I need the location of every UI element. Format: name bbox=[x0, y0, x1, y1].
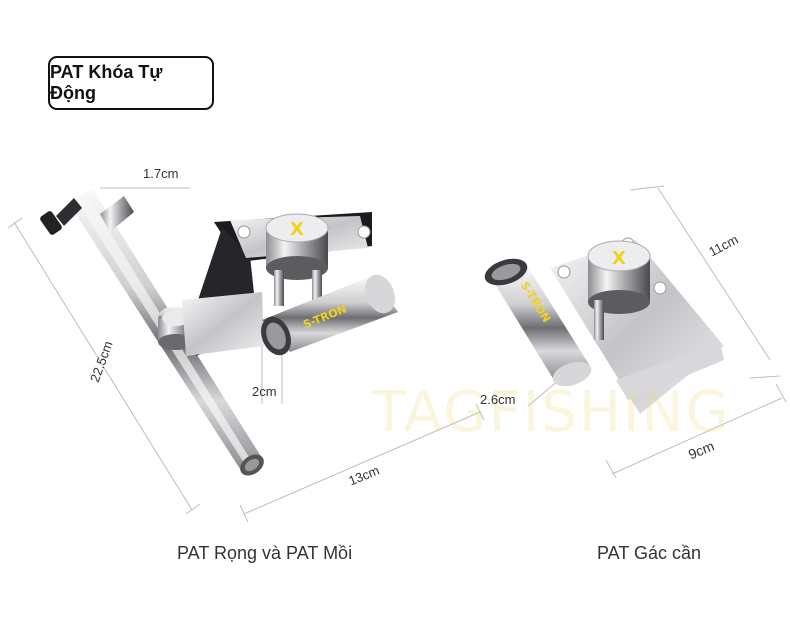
page-title: PAT Khóa Tự Động bbox=[48, 56, 214, 110]
right-knob: X bbox=[587, 240, 651, 340]
left-product: X S-TRON bbox=[7, 187, 485, 523]
right-product-caption: PAT Gác cần bbox=[597, 543, 702, 563]
svg-text:X: X bbox=[612, 248, 626, 269]
svg-text:X: X bbox=[290, 219, 304, 240]
right-dimension-lines bbox=[527, 185, 787, 479]
x-logo-icon: X bbox=[612, 248, 626, 269]
x-logo-icon: X bbox=[290, 219, 304, 240]
dimension-tube-label: 2cm bbox=[252, 384, 277, 399]
left-product-caption: PAT Rọng và PAT Mồi bbox=[177, 543, 353, 563]
left-dimension-lines bbox=[7, 187, 485, 523]
left-tube: S-TRON bbox=[261, 274, 398, 356]
watermark: TAGFISHING bbox=[372, 380, 731, 445]
right-product: X S-TRON bbox=[484, 185, 787, 479]
dimension-tube-right-label: 2.6cm bbox=[480, 392, 516, 407]
left-knob: X bbox=[265, 213, 329, 306]
dimension-knob-label: 1.7cm bbox=[143, 166, 179, 181]
